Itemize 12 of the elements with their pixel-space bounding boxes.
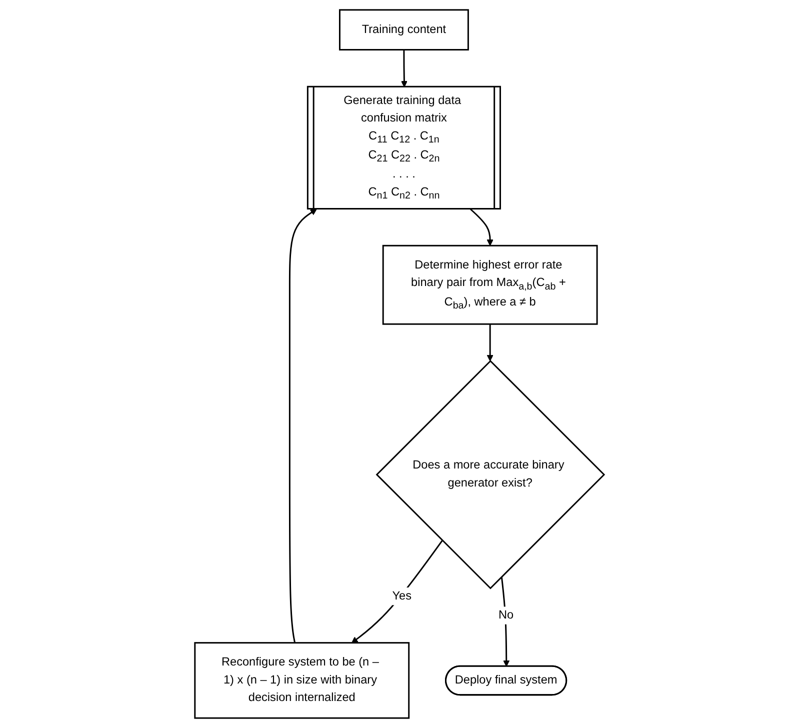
node-box: Determine highest error rate binary pair from Max$_{a,b}$(C$_{ab}$ + C$_{ba}$), where a ≠ b <box>382 244 598 324</box>
edge-label: No <box>498 608 514 621</box>
arrow <box>400 49 408 87</box>
node-box: Reconfigure system to be (n – 1) x (n – 1) in size with binary decision internalized <box>194 642 410 718</box>
node-box: Training content <box>339 8 469 50</box>
arrow <box>352 540 443 643</box>
arrow <box>500 576 510 666</box>
arrow <box>486 324 494 361</box>
edge-label: Yes <box>392 589 412 602</box>
node-diamond: Does a more accurate binary generator exist? <box>376 359 606 589</box>
arrow <box>470 208 494 246</box>
arrow <box>288 208 317 642</box>
